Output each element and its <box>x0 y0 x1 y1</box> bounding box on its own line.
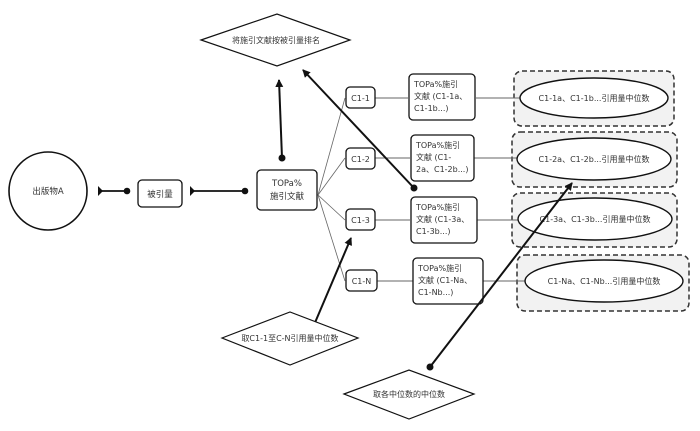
median-label: C1-Na、C1-Nb...引用量中位数 <box>548 276 661 286</box>
detail-line: C1-3b...) <box>416 227 450 236</box>
top-citing-label-line1: TOPa% <box>271 179 302 189</box>
group-c1-2[interactable]: C1-2 <box>345 147 376 170</box>
group-c1-1[interactable]: C1-1 <box>345 86 376 109</box>
median-c-decision-label: 取C1-1至C-N引用量中位数 <box>241 333 338 343</box>
detail-line: 2a、C1-2b...) <box>416 165 468 174</box>
rank-decision-label: 将施引文献按被引量排名 <box>232 35 320 45</box>
top-citing-label-line2: 施引文献 <box>270 191 305 202</box>
median-ellipse-c1-1[interactable]: C1-1a、C1-1b...引用量中位数 <box>519 77 669 119</box>
median-ellipse-c1-n[interactable]: C1-Na、C1-Nb...引用量中位数 <box>524 259 684 303</box>
citations-node[interactable]: 被引量 <box>137 179 183 208</box>
connector-citations-to-top <box>190 186 249 196</box>
median-label: C1-2a、C1-2b...引用量中位数 <box>539 154 650 164</box>
detail-line: 文献 (C1- <box>416 152 451 162</box>
detail-line: C1-Nb...) <box>418 288 453 297</box>
detail-line: 文献 (C1-Na、 <box>418 275 472 285</box>
fan-connectors <box>317 97 346 282</box>
detail-c1-n[interactable]: TOPa%施引 文献 (C1-Na、 C1-Nb...) <box>412 257 484 305</box>
median-ellipse-c1-2[interactable]: C1-2a、C1-2b...引用量中位数 <box>516 137 672 181</box>
group-label: C1-1 <box>351 94 370 103</box>
citations-label: 被引量 <box>147 189 173 200</box>
detail-line: C1-1b...) <box>414 104 448 113</box>
median-of-medians-decision-node[interactable]: 取各中位数的中位数 <box>342 369 476 420</box>
detail-line: TOPa%施引 <box>413 79 458 89</box>
group-label: C1-3 <box>351 216 370 225</box>
median-c-decision-node[interactable]: 取C1-1至C-N引用量中位数 <box>220 311 360 366</box>
detail-line: TOPa%施引 <box>417 263 462 273</box>
detail-c1-2[interactable]: TOPa%施引 文献 (C1- 2a、C1-2b...) <box>410 134 475 182</box>
median-label: C1-3a、C1-3b...引用量中位数 <box>540 214 651 224</box>
detail-line: TOPa%施引 <box>415 202 460 212</box>
row-connectors <box>375 97 525 282</box>
group-label: C1-2 <box>351 155 370 164</box>
publication-label: 出版物A <box>32 186 64 197</box>
connector-median-c-to-groups <box>313 237 352 326</box>
group-c1-n[interactable]: C1-N <box>345 269 378 292</box>
detail-c1-3[interactable]: TOPa%施引 文献 (C1-3a、 C1-3b...) <box>410 196 478 244</box>
group-label: C1-N <box>352 277 372 286</box>
detail-line: TOPa%施引 <box>415 140 460 150</box>
median-ellipse-c1-3[interactable]: C1-3a、C1-3b...引用量中位数 <box>517 197 673 241</box>
detail-c1-1[interactable]: TOPa%施引 文献 (C1-1a、 C1-1b...) <box>408 73 476 121</box>
detail-line: 文献 (C1-1a、 <box>414 91 467 101</box>
connector-c12-to-rank <box>302 69 418 192</box>
top-citing-node[interactable]: TOPa% 施引文献 <box>256 169 318 211</box>
median-label: C1-1a、C1-1b...引用量中位数 <box>539 93 650 103</box>
rank-decision-node[interactable]: 将施引文献按被引量排名 <box>199 13 352 67</box>
publication-node[interactable]: 出版物A <box>8 151 88 231</box>
median-of-medians-label: 取各中位数的中位数 <box>373 389 445 399</box>
group-c1-3[interactable]: C1-3 <box>345 208 376 231</box>
connector-top-to-rank <box>275 79 286 162</box>
connector-publication-to-citations <box>98 186 131 196</box>
connector-medians-to-ellipses <box>426 182 573 371</box>
detail-line: 文献 (C1-3a、 <box>416 214 469 224</box>
